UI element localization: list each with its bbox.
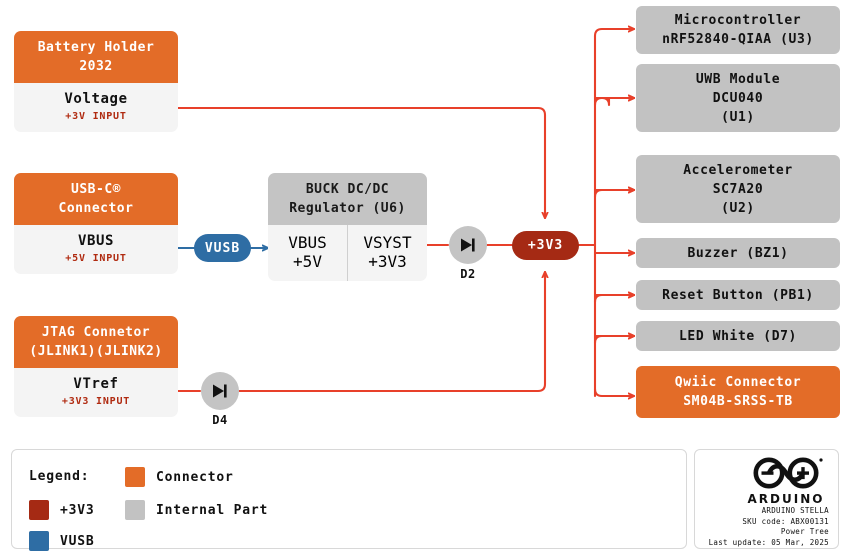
load-microcontroller-text: Microcontroller nRF52840-QIAA (U3): [662, 13, 814, 47]
regulator-header: BUCK DC/DC Regulator (U6): [268, 173, 427, 225]
jtag-pin-name: VTref: [73, 376, 119, 392]
jtag-header: JTAG Connetor (JLINK1)(JLINK2): [14, 316, 178, 368]
footer-last-update: Last update: 05 Mar, 2025: [708, 537, 829, 547]
arduino-infinity-icon: [753, 457, 823, 489]
usb-voltage: +5V INPUT: [65, 253, 127, 264]
legend-label-connector: Connector: [156, 469, 234, 485]
load-qwiic-connector[interactable]: Qwiic Connector SM04B-SRSS-TB: [636, 366, 840, 418]
footer-doc-type: Power Tree: [780, 527, 829, 536]
diode-d2-label: D2: [460, 267, 476, 281]
load-uwb-module[interactable]: UWB Module DCU040 (U1): [636, 64, 840, 132]
battery-voltage: +3V INPUT: [65, 111, 127, 122]
legend-title: Legend:: [29, 469, 90, 484]
legend-label-3v3: +3V3: [60, 502, 95, 518]
regulator-input-voltage: +5V: [293, 252, 322, 271]
footer-product: ARDUINO STELLA: [761, 506, 829, 515]
battery-body: Voltage +3V INPUT: [14, 83, 178, 132]
legend-item-vusb: VUSB: [29, 531, 95, 551]
rail-vusb-label: VUSB: [194, 234, 251, 262]
footer-panel: ARDUINO ARDUINO STELLA SKU code: ABX0013…: [694, 449, 839, 549]
footer-metadata: ARDUINO STELLA SKU code: ABX00131 Power …: [697, 506, 829, 548]
diode-d4-label: D4: [212, 413, 228, 427]
battery-pin-name: Voltage: [64, 91, 128, 107]
load-led-white[interactable]: LED White (D7): [636, 321, 840, 351]
load-microcontroller[interactable]: Microcontroller nRF52840-QIAA (U3): [636, 6, 840, 54]
legend-swatch-connector-icon: [125, 467, 145, 487]
source-jtag-connector[interactable]: JTAG Connetor (JLINK1)(JLINK2) VTref +3V…: [14, 316, 178, 417]
source-usb-c-connector[interactable]: USB-C® Connector VBUS +5V INPUT: [14, 173, 178, 274]
load-uwb-module-text: UWB Module DCU040 (U1): [695, 71, 781, 125]
legend-item-connector: Connector: [125, 467, 234, 487]
legend-item-3v3: +3V3: [29, 500, 95, 520]
load-accelerometer[interactable]: Accelerometer SC7A20 (U2): [636, 155, 840, 223]
load-reset-button[interactable]: Reset Button (PB1): [636, 280, 840, 310]
jtag-voltage: +3V3 INPUT: [61, 396, 131, 407]
rail-3v3-node: +3V3: [512, 231, 579, 260]
legend-title-row: Legend:: [29, 469, 89, 484]
usb-pin-name: VBUS: [77, 233, 115, 249]
diode-d4-symbol: [201, 372, 239, 410]
load-led-white-text: LED White (D7): [679, 328, 797, 344]
load-buzzer-text: Buzzer (BZ1): [687, 245, 789, 261]
diode-glyph-icon: [213, 384, 227, 398]
legend-swatch-internal-part-icon: [125, 500, 145, 520]
battery-header: Battery Holder 2032: [14, 31, 178, 83]
legend-item-internal-part: Internal Part: [125, 500, 268, 520]
arduino-logo: ARDUINO: [743, 456, 829, 506]
usb-body: VBUS +5V INPUT: [14, 225, 178, 274]
load-buzzer[interactable]: Buzzer (BZ1): [636, 238, 840, 268]
footer-sku: SKU code: ABX00131: [742, 516, 829, 526]
diode-d2-symbol: [449, 226, 487, 264]
regulator-output-pin: VSYST: [363, 233, 412, 252]
regulator-input-column: VBUS +5V: [268, 225, 347, 281]
regulator-input-pin: VBUS: [288, 233, 327, 252]
jtag-body: VTref +3V3 INPUT: [14, 368, 178, 417]
load-reset-button-text: Reset Button (PB1): [662, 287, 814, 303]
source-battery-holder[interactable]: Battery Holder 2032 Voltage +3V INPUT: [14, 31, 178, 132]
load-accelerometer-text: Accelerometer SC7A20 (U2): [683, 162, 793, 216]
regulator-output-voltage: +3V3: [368, 252, 407, 271]
buck-dcdc-regulator[interactable]: BUCK DC/DC Regulator (U6) VBUS +5V VSYST…: [268, 173, 427, 281]
legend-panel: Legend: Connector +3V3 Internal Part VUS…: [11, 449, 687, 551]
usb-header: USB-C® Connector: [14, 173, 178, 225]
regulator-output-column: VSYST +3V3: [347, 225, 427, 281]
arduino-wordmark: ARDUINO: [747, 492, 825, 506]
legend-swatch-vusb-icon: [29, 531, 49, 551]
legend-label-vusb: VUSB: [60, 533, 95, 549]
diode-glyph-icon: [461, 238, 475, 252]
load-qwiic-connector-text: Qwiic Connector SM04B-SRSS-TB: [674, 375, 802, 409]
legend-swatch-3v3-icon: [29, 500, 49, 520]
legend-label-internal-part: Internal Part: [156, 502, 269, 518]
regulator-body: VBUS +5V VSYST +3V3: [268, 225, 427, 281]
